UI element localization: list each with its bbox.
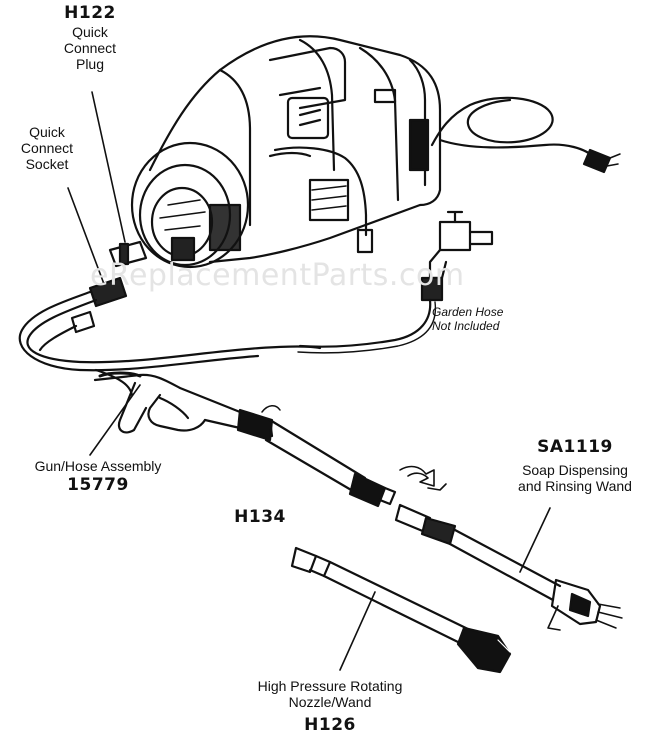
h134-lance xyxy=(264,418,397,508)
desc-garden-hose-line2: Not Included xyxy=(432,318,500,333)
quick-connect-parts xyxy=(70,240,148,334)
part-code-sa1119: SA1119 xyxy=(537,437,613,457)
connect-arrow xyxy=(399,465,447,491)
garden-hose xyxy=(297,298,437,354)
high-pressure-hose xyxy=(18,290,322,397)
pressure-washer-unit xyxy=(130,35,442,269)
label-h126: High Pressure Rotating Nozzle/Wand H126 xyxy=(230,678,430,736)
sa1119-wand xyxy=(394,503,623,631)
desc-h122-line3: Plug xyxy=(75,55,105,72)
label-h134: H134 xyxy=(225,507,295,528)
desc-socket-line3: Socket xyxy=(25,156,69,173)
desc-h126-line1: High Pressure Rotating xyxy=(257,678,403,694)
desc-gun-hose: Gun/Hose Assembly xyxy=(34,458,162,474)
part-code-h122: H122 xyxy=(64,3,116,23)
power-cord xyxy=(430,96,621,174)
label-quick-connect-socket: Quick Connect Socket xyxy=(12,124,82,172)
leader-lines xyxy=(67,91,551,671)
desc-socket-line1: Quick xyxy=(29,124,65,140)
desc-socket-line2: Connect xyxy=(20,140,74,157)
desc-h126-line2: Nozzle/Wand xyxy=(288,694,372,711)
part-code-h126: H126 xyxy=(304,715,356,736)
part-code-15779: 15779 xyxy=(67,475,129,496)
water-faucet xyxy=(420,210,494,302)
spray-gun xyxy=(93,371,281,442)
label-gun-hose-assembly: Gun/Hose Assembly 15779 xyxy=(8,458,188,496)
label-sa1119: SA1119 Soap Dispensing and Rinsing Wand xyxy=(500,437,650,494)
label-h122: H122 Quick Connect Plug xyxy=(50,3,130,72)
desc-garden-hose-line1: Garden Hose xyxy=(432,305,504,319)
part-code-h134: H134 xyxy=(234,507,286,527)
desc-h122-line2: Connect xyxy=(63,39,117,56)
desc-sa1119-line1: Soap Dispensing xyxy=(522,461,628,478)
h126-wand xyxy=(290,546,512,674)
label-garden-hose: Garden Hose Not Included xyxy=(432,305,542,334)
desc-sa1119-line2: and Rinsing Wand xyxy=(518,477,632,494)
watermark: eReplacementParts.com xyxy=(90,258,465,293)
desc-h122-line1: Quick xyxy=(72,23,108,40)
